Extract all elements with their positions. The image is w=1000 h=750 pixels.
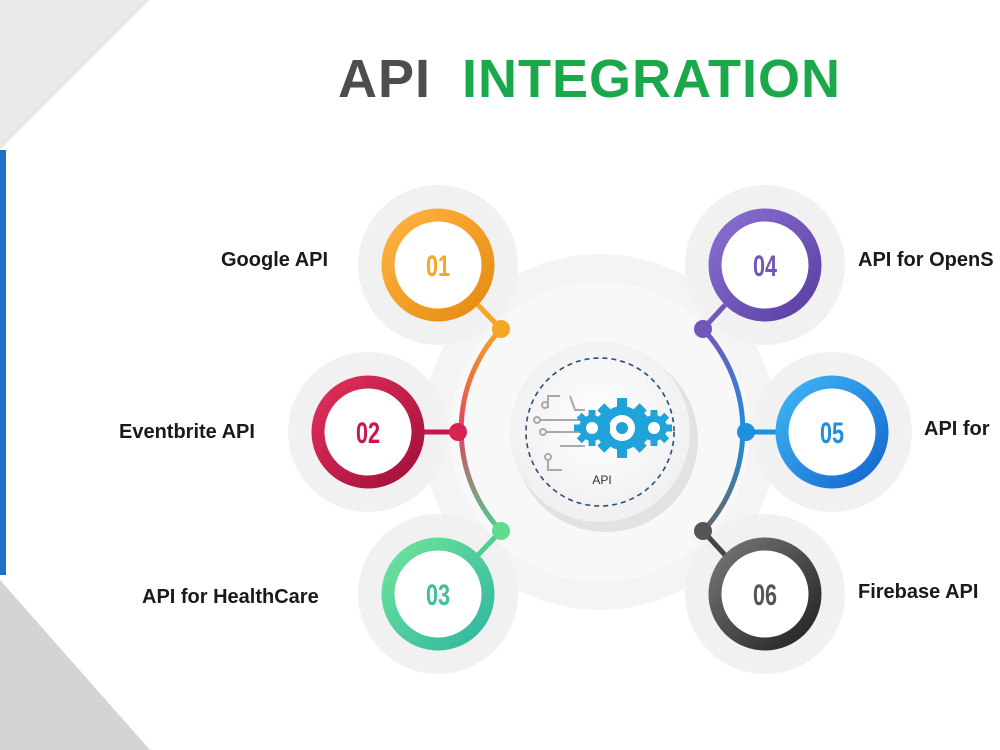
title-integration: INTEGRATION — [462, 49, 841, 109]
ring-03 — [381, 537, 495, 651]
bg-left-blue-strip — [0, 150, 6, 575]
dot-04 — [694, 320, 712, 338]
ring-06 — [708, 537, 822, 651]
hub-dashed-ring — [525, 357, 675, 507]
ring-02 — [311, 375, 425, 489]
label-02: Eventbrite API — [119, 421, 255, 443]
number-06: 06 — [753, 577, 777, 611]
dot-01 — [492, 320, 510, 338]
label-06: Firebase API — [858, 581, 979, 603]
number-01: 01 — [426, 248, 450, 282]
label-03: API for HealthCare — [142, 586, 319, 608]
page-title: API INTEGRATION — [0, 48, 1000, 118]
ring-01 — [381, 208, 495, 322]
label-05: API for — [924, 418, 990, 440]
dot-06 — [694, 522, 712, 540]
circuit-icon — [533, 395, 585, 471]
ring-04 — [708, 208, 822, 322]
ring-05 — [775, 375, 889, 489]
hub-label: API — [592, 473, 611, 487]
bg-top-left-triangle — [0, 0, 150, 150]
dot-02 — [449, 423, 467, 441]
title-api: API — [338, 49, 432, 109]
bg-bottom-left-triangle — [0, 580, 150, 750]
dot-05 — [737, 423, 755, 441]
dot-03 — [492, 522, 510, 540]
number-03: 03 — [426, 577, 450, 611]
gear-icon — [574, 398, 672, 458]
number-05: 05 — [820, 415, 844, 449]
label-04: API for OpenS — [858, 249, 994, 271]
number-02: 02 — [356, 415, 380, 449]
number-04: 04 — [753, 248, 777, 282]
label-01: Google API — [221, 249, 329, 271]
